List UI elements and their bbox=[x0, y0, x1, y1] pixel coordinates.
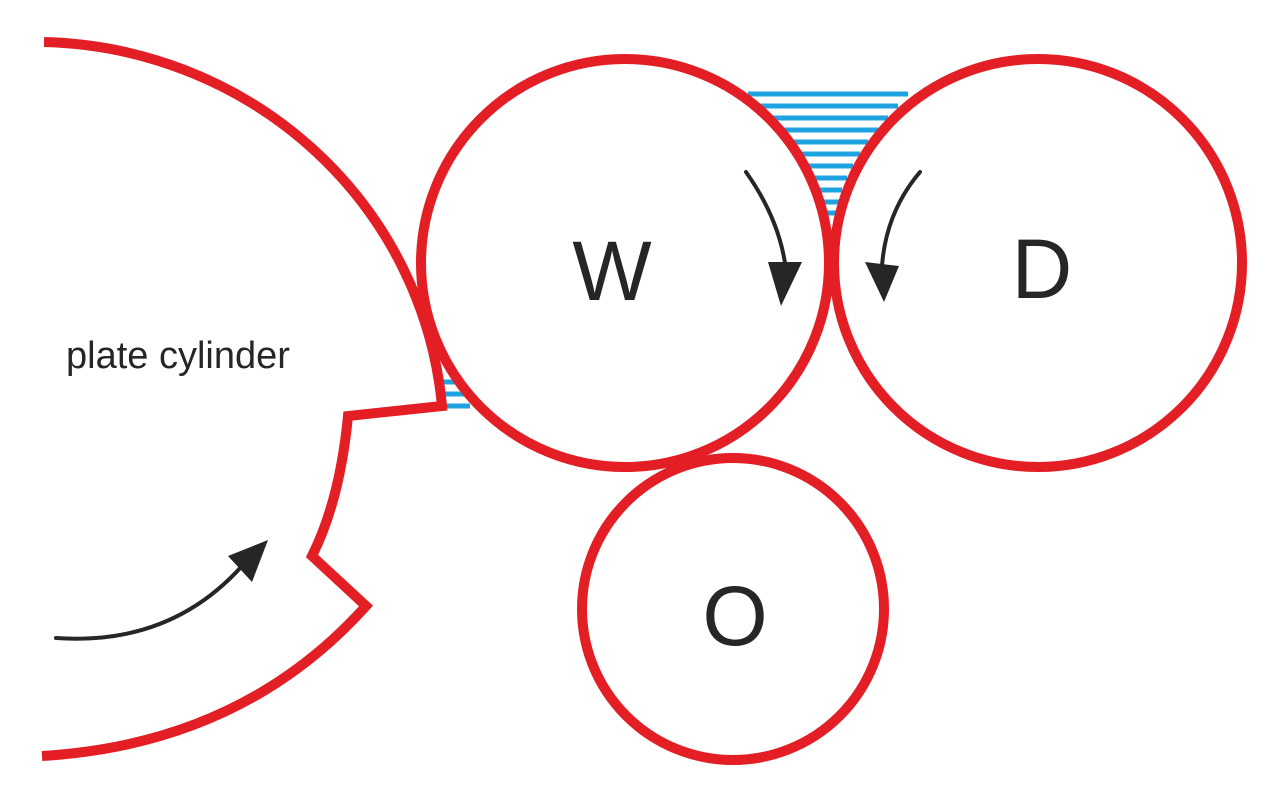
oscillator-roller bbox=[577, 453, 889, 765]
water-roller-label: W bbox=[572, 224, 651, 318]
rotation-arrow-d bbox=[865, 170, 922, 302]
plate-cylinder-label: plate cylinder bbox=[66, 335, 290, 377]
arrow-head bbox=[865, 262, 899, 302]
arrow-head bbox=[768, 262, 802, 306]
arrow-shaft bbox=[54, 564, 244, 641]
plate-cylinder-outline bbox=[41, 37, 448, 761]
rotation-arrow-plate bbox=[54, 540, 268, 641]
dampening-roller bbox=[829, 54, 1247, 472]
dampening-roller-label: D bbox=[1012, 222, 1073, 316]
fluid-reservoir-top bbox=[748, 91, 908, 216]
arrow-head bbox=[228, 540, 268, 582]
oscillator-roller-label: O bbox=[702, 569, 767, 663]
arrow-shaft bbox=[880, 170, 922, 268]
arrow-shaft bbox=[744, 170, 788, 272]
rotation-arrow-w bbox=[744, 170, 802, 306]
